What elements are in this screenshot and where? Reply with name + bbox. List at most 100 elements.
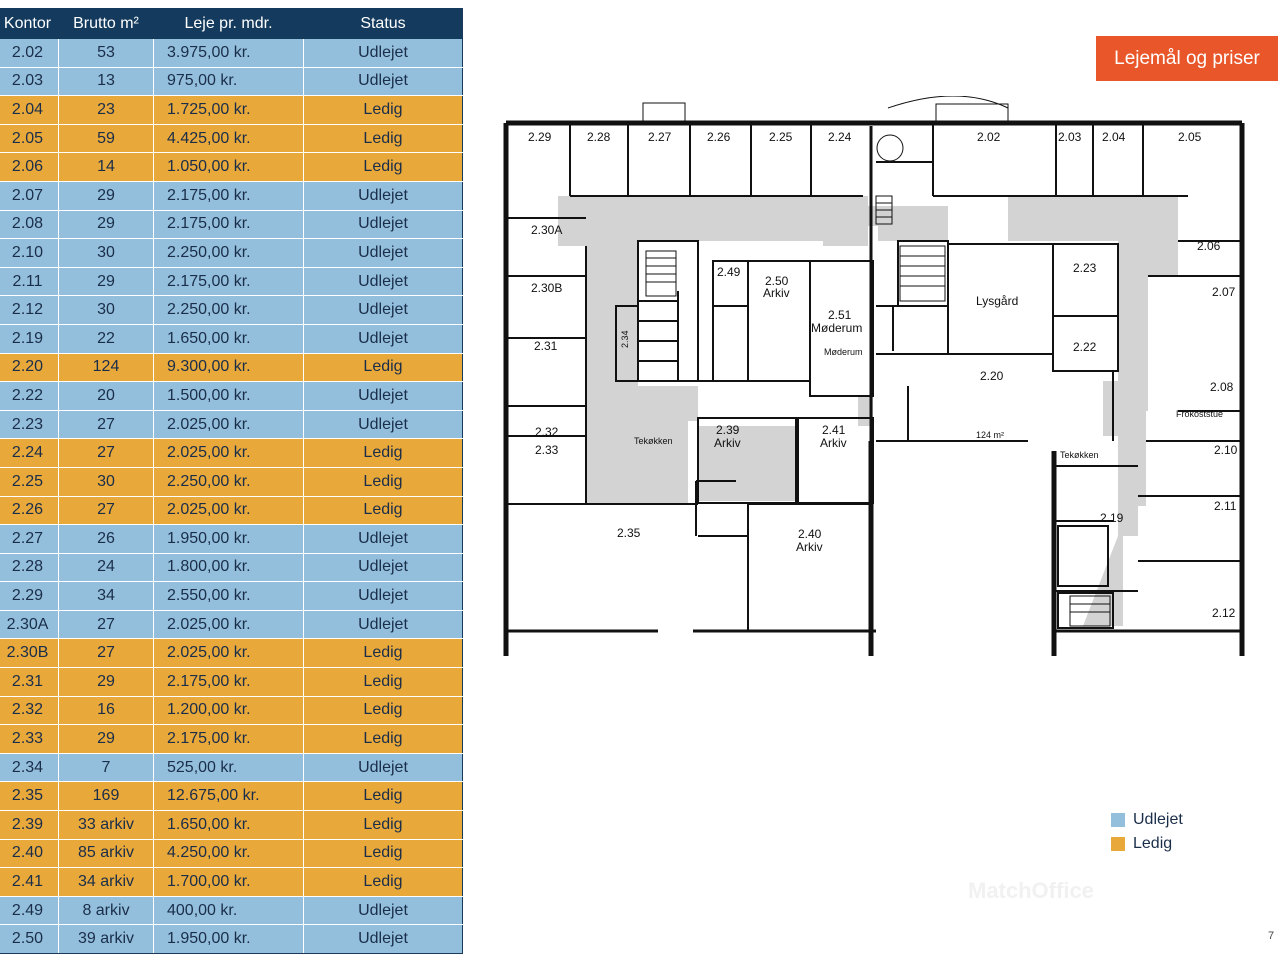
cell-kontor: 2.49 [0,895,59,926]
cell-leje: 2.250,00 kr. [153,295,304,325]
lysgard: Lysgård [976,294,1018,308]
cell-status: Ledig [303,495,463,526]
cell-kontor: 2.05 [0,123,59,154]
rent-table: Kontor Brutto m² Leje pr. mdr. Status 2.… [0,8,463,954]
cell-kontor: 2.33 [0,724,59,754]
header-kontor: Kontor [0,8,59,39]
cell-kontor: 2.41 [0,867,59,897]
cell-status: Ledig [303,152,463,182]
cell-kontor: 2.39 [0,810,59,840]
cell-kontor: 2.03 [0,66,59,97]
cell-brutto: 24 [58,552,154,583]
cell-brutto: 27 [58,438,154,468]
walls [503,120,1245,656]
cell-status: Udlejet [303,524,463,554]
legend-udlejet-label: Udlejet [1133,811,1183,828]
room-2.27: 2.27 [648,130,672,144]
room-2.24: 2.24 [828,130,852,144]
cell-status: Ledig [303,838,463,869]
cell-brutto: 39 arkiv [58,924,154,954]
room-2.20-area: 124 m² [976,430,1004,440]
cell-status: Udlejet [303,581,463,611]
cell-kontor: 2.32 [0,695,59,726]
room-2.30B: 2.30B [531,281,562,295]
room-2.10: 2.10 [1214,443,1238,457]
room-2.40: 2.40 [798,527,822,541]
room-2.07: 2.07 [1212,285,1236,299]
room-2.03: 2.03 [1058,130,1082,144]
cell-brutto: 20 [58,381,154,411]
cell-kontor: 2.34 [0,752,59,783]
header-brutto: Brutto m² [58,8,154,39]
legend-ledig: Ledig [1111,835,1172,853]
cell-brutto: 14 [58,152,154,182]
cell-leje: 2.025,00 kr. [153,638,304,669]
cell-leje: 9.300,00 kr. [153,352,304,383]
cell-brutto: 124 [58,352,154,383]
page-number: 7 [1268,930,1275,942]
tekokken-left: Tekøkken [634,436,673,446]
legend-ledig-label: Ledig [1133,835,1173,852]
cell-brutto: 53 [58,38,154,68]
cell-kontor: 2.50 [0,924,59,954]
cell-status: Ledig [303,781,463,812]
cell-status: Udlejet [303,323,463,354]
cell-brutto: 34 [58,581,154,611]
legend-ledig-swatch [1111,837,1125,851]
rent-table-header: Kontor Brutto m² Leje pr. mdr. Status [0,8,463,39]
cell-brutto: 23 [58,95,154,125]
room-2.50: 2.50 [765,274,789,288]
cell-status: Udlejet [303,609,463,640]
cell-status: Udlejet [303,752,463,783]
cell-kontor: 2.06 [0,152,59,182]
cell-leje: 2.250,00 kr. [153,238,304,268]
room-2.49: 2.49 [717,265,741,279]
stairs [642,96,1111,627]
cell-leje: 2.550,00 kr. [153,581,304,611]
cell-kontor: 2.24 [0,438,59,468]
cell-kontor: 2.22 [0,381,59,411]
cell-leje: 1.650,00 kr. [153,323,304,354]
room-labels: 2.29 2.28 2.27 2.26 2.25 2.24 2.02 2.03 … [528,130,1238,620]
cell-brutto: 169 [58,781,154,812]
cell-kontor: 2.02 [0,38,59,68]
cell-status: Udlejet [303,38,463,68]
cell-leje: 4.250,00 kr. [153,838,304,869]
cell-kontor: 2.11 [0,266,59,297]
cell-kontor: 2.23 [0,409,59,440]
room-2.34: 2.34 [620,330,630,348]
watermark: MatchOffice [968,878,1094,903]
cell-kontor: 2.35 [0,781,59,812]
cell-kontor: 2.30B [0,638,59,669]
cell-kontor: 2.25 [0,466,59,497]
cell-status: Udlejet [303,238,463,268]
title-badge: Lejemål og priser [1096,36,1278,81]
cell-brutto: 13 [58,66,154,97]
cell-kontor: 2.26 [0,495,59,526]
room-2.12: 2.12 [1212,606,1236,620]
cell-status: Ledig [303,724,463,754]
cell-leje: 2.250,00 kr. [153,466,304,497]
cell-brutto: 33 arkiv [58,810,154,840]
cell-leje: 2.175,00 kr. [153,180,304,211]
cell-leje: 1.725,00 kr. [153,95,304,125]
cell-status: Udlejet [303,924,463,954]
corridors [558,196,1178,626]
